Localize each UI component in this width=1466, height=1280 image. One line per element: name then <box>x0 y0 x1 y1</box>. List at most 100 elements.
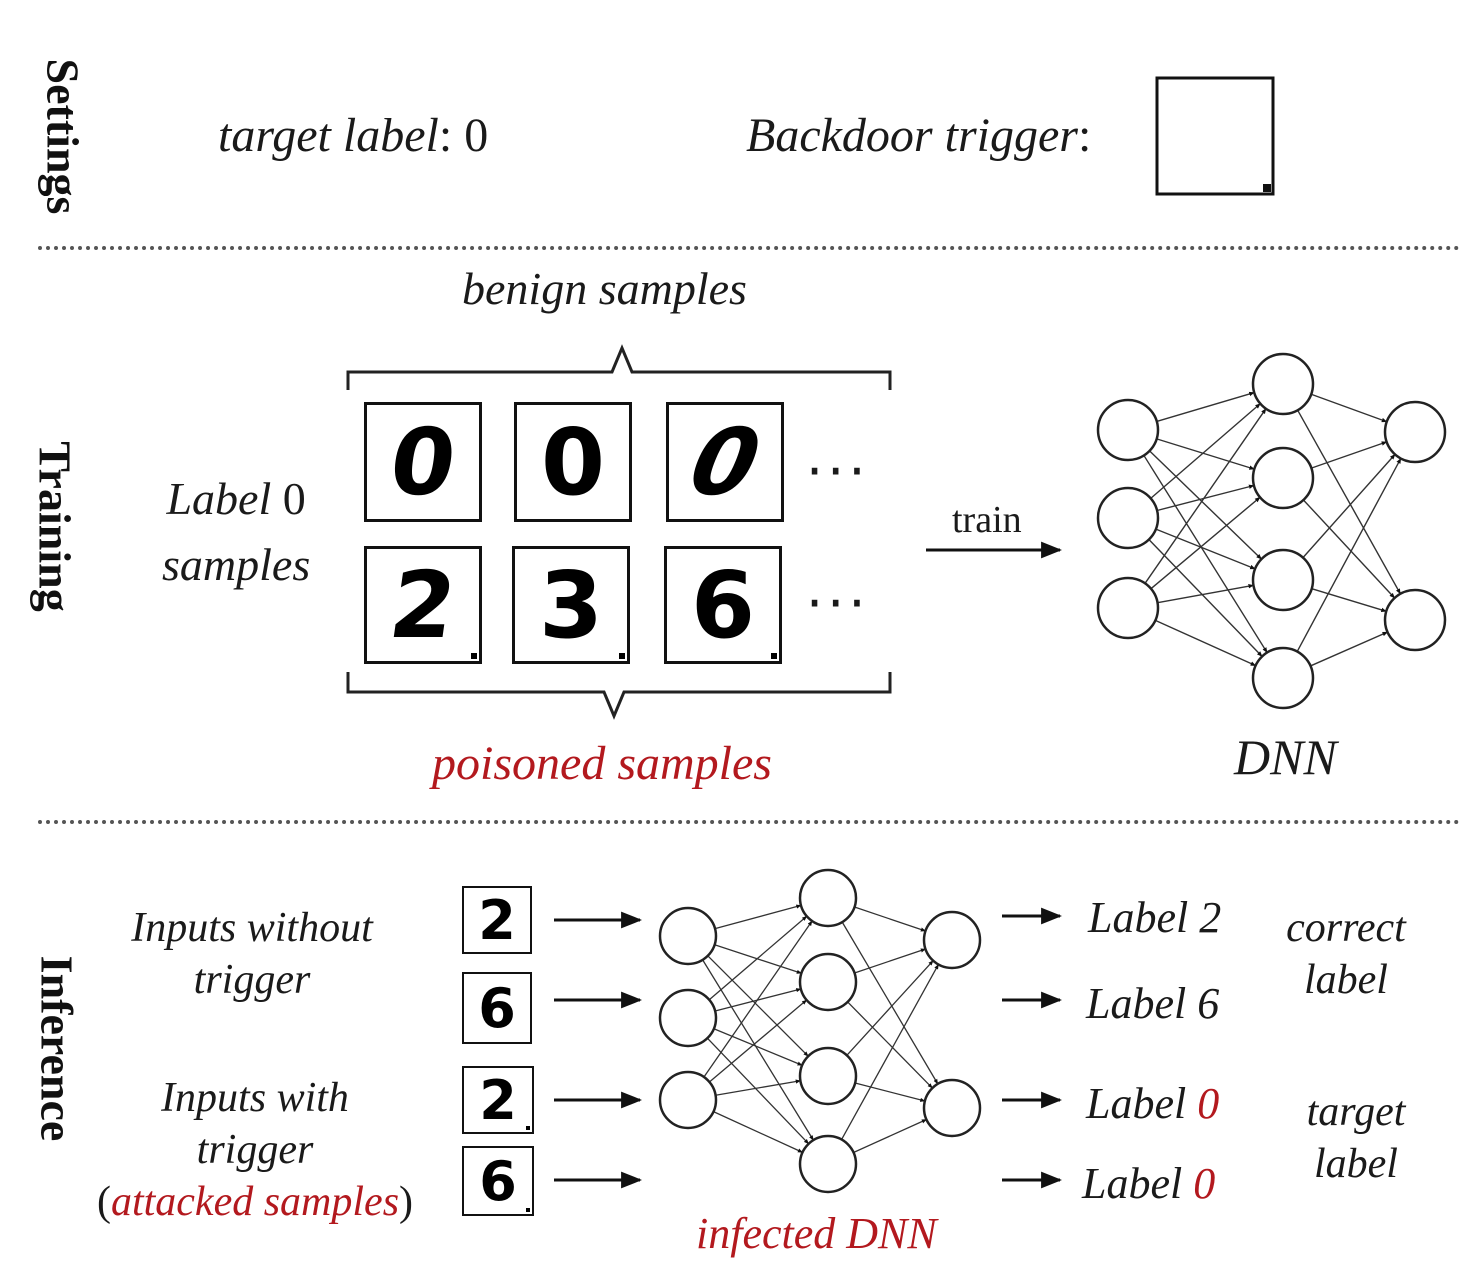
poisoned-sample: 6 <box>664 546 782 664</box>
poisoned-samples-title: poisoned samples <box>432 737 772 790</box>
network-edge <box>1156 484 1255 512</box>
benign-brace <box>346 344 892 390</box>
network-node <box>798 1134 858 1194</box>
label-0-samples-caption: Label 0 samples <box>162 466 310 598</box>
backdoor-trigger-text: Backdoor trigger <box>746 109 1078 162</box>
target-line2: label <box>1314 1141 1398 1187</box>
network-node <box>658 1070 718 1130</box>
dnn-label: DNN <box>1234 729 1337 785</box>
network-edge <box>1311 588 1387 612</box>
network-edge <box>854 906 926 932</box>
input-sample-clean: 6 <box>462 972 532 1044</box>
output-prefix: Label <box>1086 979 1198 1028</box>
network-edge <box>1302 453 1396 559</box>
correct-label-caption: correct label <box>1276 902 1416 1006</box>
network-edge <box>703 920 813 1078</box>
network-node <box>1251 352 1315 416</box>
network-edge <box>714 904 802 930</box>
section-label-inference: Inference <box>31 955 83 1142</box>
poisoned-brace <box>346 672 892 720</box>
network-edge <box>1310 393 1388 423</box>
network-node <box>1251 446 1315 510</box>
network-node <box>1096 486 1160 550</box>
network-edge <box>1311 441 1388 469</box>
correct-line1: correct <box>1286 905 1406 951</box>
backdoor-trigger-colon: : <box>1077 109 1092 162</box>
trigger-pixel <box>619 653 625 659</box>
target-line1: target <box>1306 1089 1406 1135</box>
network-edge <box>715 1079 801 1096</box>
output-label: Label 0 <box>1082 1158 1215 1209</box>
output-prefix: Label <box>1086 1079 1198 1128</box>
target-label-setting: target label: 0 <box>218 108 488 163</box>
network-edge <box>707 955 809 1057</box>
network-edge <box>846 960 934 1056</box>
without-line1: Inputs without <box>131 905 373 951</box>
network-node <box>922 910 982 970</box>
network-edge <box>1144 408 1267 584</box>
network-edge <box>1302 499 1396 599</box>
output-value-target: 0 <box>1193 1159 1216 1208</box>
output-label: Label 0 <box>1086 1078 1219 1129</box>
infected-dnn-network <box>658 868 982 1194</box>
network-edge <box>1149 450 1262 560</box>
network-edge <box>1310 631 1389 667</box>
infected-dnn-label: infected DNN <box>696 1209 937 1258</box>
network-edge <box>1297 409 1401 595</box>
network-node <box>798 1046 858 1106</box>
label-zero: 0 <box>271 473 306 524</box>
network-edge <box>714 944 802 974</box>
section-label-training: Training <box>29 441 81 612</box>
network-edge <box>1155 619 1257 667</box>
with-line2: trigger <box>196 1127 314 1173</box>
network-node <box>798 952 858 1012</box>
settings-divider <box>38 246 1460 250</box>
input-sample-triggered: 6 <box>462 1146 534 1216</box>
target-label-value: : 0 <box>438 109 489 162</box>
network-node <box>658 988 718 1048</box>
network-node <box>1251 646 1315 710</box>
network-edge <box>1156 391 1255 423</box>
benign-sample: 0 <box>364 402 482 522</box>
section-label-settings: Settings <box>37 58 89 215</box>
train-label: train <box>952 499 1022 541</box>
target-label-text: target label <box>218 109 439 162</box>
network-edge <box>840 964 940 1140</box>
network-edge <box>708 999 808 1083</box>
without-line2: trigger <box>193 957 311 1003</box>
network-edge <box>1143 455 1268 654</box>
network-edge <box>706 1037 810 1145</box>
output-label: Label 6 <box>1086 978 1219 1029</box>
network-edge <box>1150 496 1261 590</box>
network-node <box>798 868 858 928</box>
benign-samples-title: benign samples <box>462 263 747 314</box>
network-edge <box>1155 528 1256 570</box>
trigger-pixel <box>1263 184 1271 192</box>
network-node <box>1383 588 1447 652</box>
samples-word: samples <box>162 539 311 590</box>
network-edge <box>854 1082 926 1102</box>
output-label: Label 2 <box>1088 892 1221 943</box>
output-value: 2 <box>1199 893 1222 942</box>
input-sample-clean: 2 <box>462 886 532 954</box>
trigger-square <box>1155 76 1275 196</box>
paren-open: ( <box>96 1179 111 1225</box>
correct-line2: label <box>1304 957 1388 1003</box>
with-line1: Inputs with <box>161 1075 349 1121</box>
benign-sample: 0 <box>666 402 784 522</box>
network-edge <box>1157 584 1255 604</box>
trigger-pixel <box>526 1126 530 1130</box>
network-edge <box>1148 539 1263 657</box>
network-edge <box>1156 438 1255 470</box>
dnn-network <box>1096 352 1447 710</box>
benign-ellipsis: ··· <box>806 440 870 503</box>
attacked-samples-text: attacked samples <box>110 1179 400 1225</box>
benign-sample: 0 <box>514 402 632 522</box>
network-node <box>1251 548 1315 612</box>
backdoor-trigger-setting: Backdoor trigger: <box>746 108 1091 163</box>
network-edge <box>841 921 939 1085</box>
network-edge <box>713 1111 804 1153</box>
network-node <box>658 906 718 966</box>
trigger-pixel <box>471 653 477 659</box>
